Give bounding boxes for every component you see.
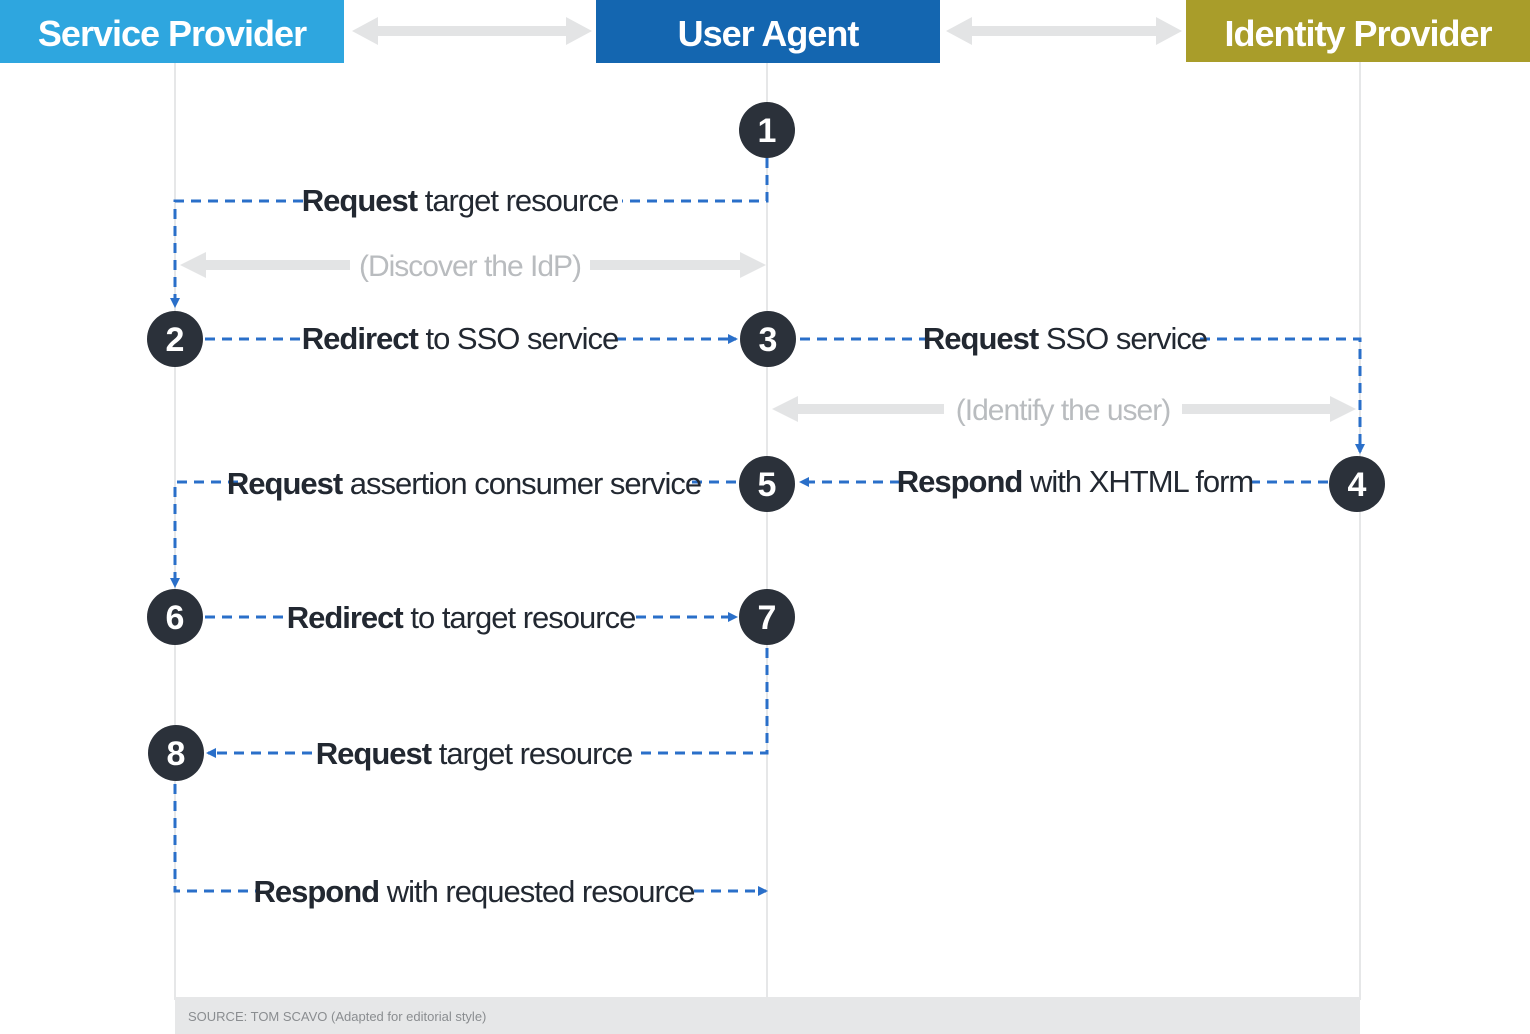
message-respond-resource: Respond with requested resource bbox=[253, 874, 694, 909]
step-number: 3 bbox=[759, 321, 778, 359]
header-arrow-sp-ua bbox=[352, 17, 592, 45]
step-number: 4 bbox=[1348, 466, 1367, 504]
message-request-target-resource-1: Request target resource bbox=[302, 183, 618, 218]
step-circle bbox=[1329, 456, 1385, 512]
step-number: 7 bbox=[758, 599, 777, 637]
step-5: 5 bbox=[739, 456, 795, 512]
message-verb: Redirect bbox=[287, 600, 404, 635]
step-number: 8 bbox=[167, 735, 186, 773]
step-circle bbox=[739, 102, 795, 158]
message-verb: Redirect bbox=[302, 321, 419, 356]
message-request-target-resource-2: Request target resource bbox=[316, 736, 632, 771]
step-6: 6 bbox=[147, 589, 203, 645]
actor-header-identity-provider bbox=[1186, 0, 1530, 62]
message-verb: Request bbox=[316, 736, 432, 771]
step-number: 2 bbox=[166, 321, 185, 359]
message-rest: target resource bbox=[431, 736, 632, 771]
aside-arrow-identify bbox=[772, 396, 1356, 422]
flow-respond-resource bbox=[173, 784, 766, 891]
message-request-sso: Request SSO service bbox=[923, 321, 1207, 356]
aside-discover-idp: (Discover the IdP) bbox=[359, 250, 581, 283]
flow-request-sso bbox=[800, 337, 1360, 452]
message-rest: with requested resource bbox=[379, 874, 694, 909]
message-rest: with XHTML form bbox=[1022, 464, 1253, 499]
actor-label-user-agent: User Agent bbox=[678, 13, 860, 54]
step-4: 4 bbox=[1329, 456, 1385, 512]
message-verb: Respond bbox=[253, 874, 379, 909]
aside-identify-user: (Identify the user) bbox=[956, 394, 1170, 427]
actor-label-service-provider: Service Provider bbox=[38, 13, 307, 54]
flow-request-target-resource-2 bbox=[208, 648, 769, 753]
message-verb: Respond bbox=[897, 464, 1023, 499]
step-circle bbox=[739, 589, 795, 645]
actor-header-service-provider bbox=[0, 0, 344, 63]
message-verb: Request bbox=[227, 466, 343, 501]
message-rest: target resource bbox=[417, 183, 618, 218]
step-circle bbox=[148, 725, 204, 781]
aside-arrow-discover bbox=[180, 252, 766, 278]
message-rest: SSO service bbox=[1038, 321, 1207, 356]
source-credit: SOURCE: TOM SCAVO (Adapted for editorial… bbox=[188, 1009, 486, 1024]
step-circle bbox=[147, 311, 203, 367]
message-redirect-target: Redirect to target resource bbox=[287, 600, 636, 635]
header-arrow-ua-idp bbox=[946, 17, 1182, 45]
actor-header-user-agent bbox=[596, 0, 940, 63]
step-circle bbox=[147, 589, 203, 645]
step-3: 3 bbox=[740, 311, 796, 367]
step-1: 1 bbox=[739, 102, 795, 158]
message-redirect-sso: Redirect to SSO service bbox=[302, 321, 618, 356]
flow-request-acs bbox=[175, 480, 736, 586]
step-2: 2 bbox=[147, 311, 203, 367]
step-number: 5 bbox=[758, 466, 777, 504]
actor-service-provider: Service Provider bbox=[0, 0, 344, 63]
message-rest: to target resource bbox=[403, 600, 636, 635]
actor-identity-provider: Identity Provider bbox=[1186, 0, 1530, 62]
flow-request-target-resource-1 bbox=[175, 158, 769, 306]
message-respond-xhtml: Respond with XHTML form bbox=[897, 464, 1254, 499]
step-circle bbox=[739, 456, 795, 512]
source-bar bbox=[175, 997, 1360, 1034]
message-verb: Request bbox=[923, 321, 1039, 356]
step-7: 7 bbox=[739, 589, 795, 645]
actor-label-identity-provider: Identity Provider bbox=[1224, 13, 1492, 54]
step-number: 1 bbox=[758, 112, 777, 150]
message-verb: Request bbox=[302, 183, 418, 218]
message-rest: to SSO service bbox=[418, 321, 618, 356]
step-number: 6 bbox=[166, 599, 185, 637]
message-rest: assertion consumer service bbox=[342, 466, 701, 501]
step-8: 8 bbox=[148, 725, 204, 781]
message-request-acs: Request assertion consumer service bbox=[227, 466, 701, 501]
actor-user-agent: User Agent bbox=[596, 0, 940, 63]
step-circle bbox=[740, 311, 796, 367]
